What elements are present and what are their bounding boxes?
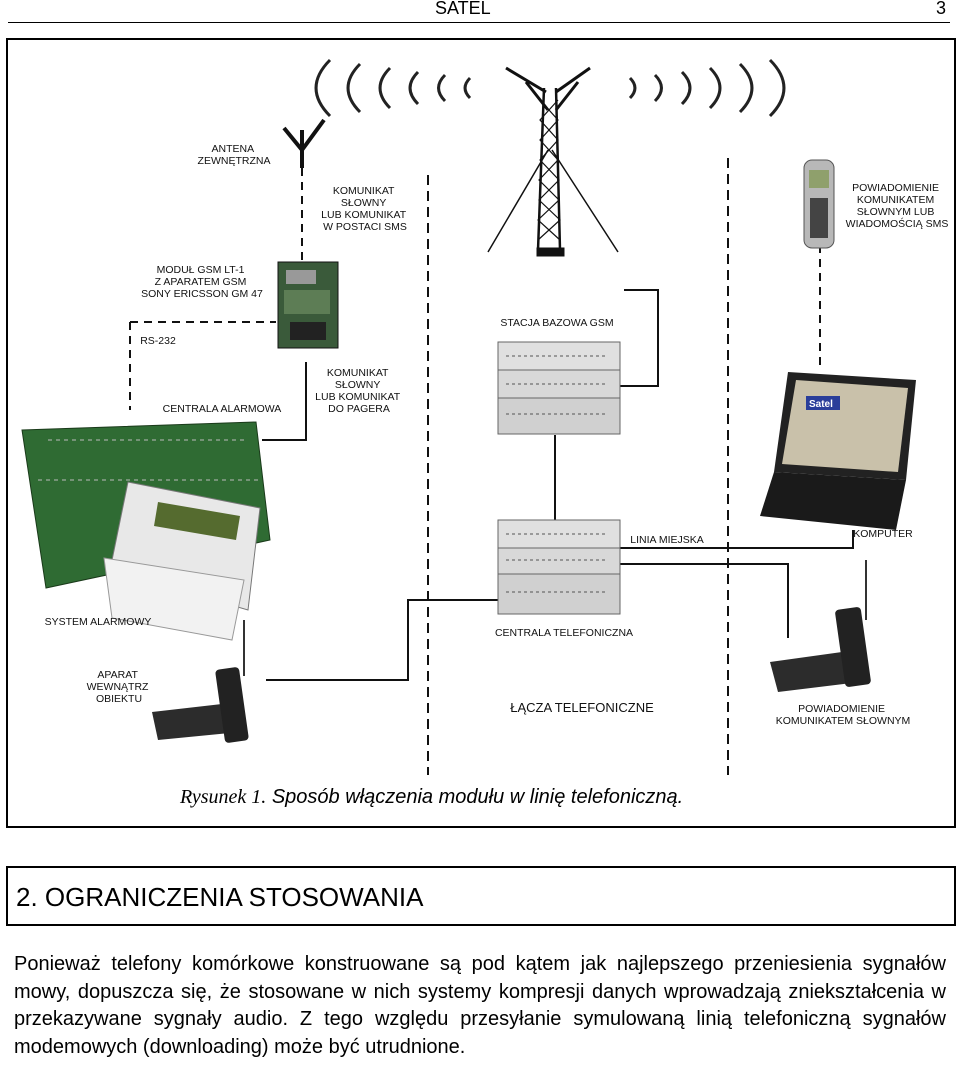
radio-waves-icon	[314, 58, 786, 118]
label-internal-phone: APARAT WEWNĄTRZ OBIEKTU	[87, 669, 152, 705]
keypad-icon	[103, 481, 261, 641]
label-city-line: LINIA MIEJSKA	[630, 534, 704, 546]
label-voice-or-pager: KOMUNIKAT SŁOWNY LUB KOMUNIKAT DO PAGERA	[315, 367, 403, 415]
label-voice-notify: POWIADOMIENIE KOMUNIKATEM SŁOWNYM	[776, 703, 911, 727]
desk-phone-icon	[770, 560, 871, 692]
label-base-station: STACJA BAZOWA GSM	[500, 317, 613, 329]
caption-text: Sposób włączenia modułu w linię telefoni…	[271, 786, 684, 808]
base-station-icon	[497, 341, 621, 435]
figure-caption: Rysunek 1. Sposób włączenia modułu w lin…	[180, 786, 683, 809]
label-phone-links: ŁĄCZA TELEFONICZNE	[510, 700, 654, 715]
label-phone-exchange: CENTRALA TELEFONICZNA	[495, 627, 633, 639]
page-number: 3	[936, 0, 947, 18]
laptop-screen-brand: Satel	[809, 399, 833, 410]
mobile-phone-icon	[803, 159, 835, 249]
header-rule	[8, 22, 950, 23]
figure-frame: Satel ANTENA ZEWNĘTRZNA KOMUNIKAT SŁOWNY…	[6, 38, 956, 828]
label-voice-or-sms: KOMUNIKAT SŁOWNY LUB KOMUNIKAT W POSTACI…	[321, 185, 409, 233]
body-paragraph: Ponieważ telefony komórkowe konstruowane…	[14, 953, 946, 1058]
label-rs232: RS-232	[140, 335, 176, 347]
page-header: SATEL 3	[0, 0, 960, 23]
diagram: Satel ANTENA ZEWNĘTRZNA KOMUNIKAT SŁOWNY…	[21, 58, 949, 775]
label-antenna: ANTENA ZEWNĘTRZNA	[198, 143, 271, 167]
header-title: SATEL	[435, 0, 491, 18]
desk-phone-icon	[152, 620, 249, 743]
section-heading-box: 2. OGRANICZENIA STOSOWANIA	[6, 866, 956, 926]
connection-lines	[129, 158, 854, 775]
label-gsm-module: MODUŁ GSM LT-1 Z APARATEM GSM SONY ERICS…	[141, 264, 263, 300]
section-title: 2. OGRANICZENIA STOSOWANIA	[16, 882, 424, 912]
phone-exchange-icon	[497, 519, 621, 615]
label-sms-notify: POWIADOMIENIE KOMUNIKATEM SŁOWNYM LUB WI…	[846, 182, 949, 230]
caption-prefix: Rysunek 1.	[180, 786, 267, 808]
gsm-module-icon	[277, 261, 339, 349]
antenna-icon	[282, 118, 326, 168]
label-computer: KOMPUTER	[853, 528, 913, 540]
label-alarm-panel: CENTRALA ALARMOWA	[163, 403, 282, 415]
gsm-tower-icon	[487, 66, 619, 257]
label-alarm-system: SYSTEM ALARMOWY	[45, 616, 152, 628]
laptop-icon: Satel	[760, 372, 916, 530]
